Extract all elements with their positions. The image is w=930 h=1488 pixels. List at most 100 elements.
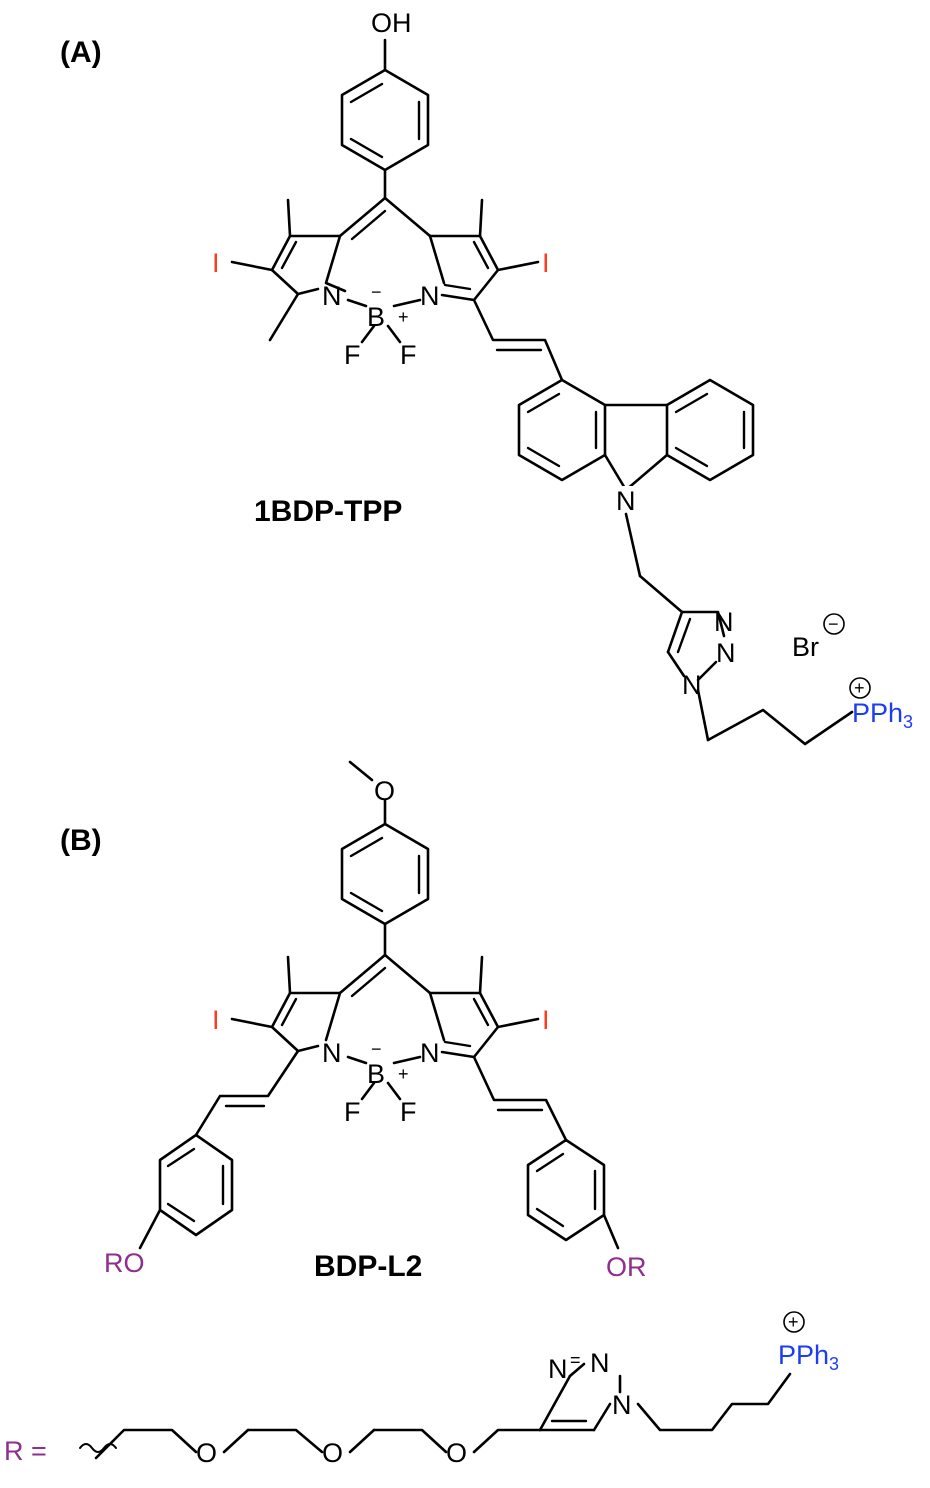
bf-bond-right-b — [386, 1081, 402, 1101]
triazole-a-top — [680, 610, 726, 638]
right-vinyl — [472, 1055, 568, 1142]
right-methyl-top-a — [478, 198, 484, 238]
left-methyl-top-a — [286, 198, 292, 238]
phosphonium-charge-circle-b — [783, 1311, 805, 1333]
ch2-triazole — [638, 574, 684, 614]
right-aryl-double-3 — [535, 1207, 565, 1228]
carbazole — [517, 378, 755, 614]
bf-bond-left-a — [360, 324, 376, 344]
methoxy-oxygen: O — [374, 776, 395, 806]
nitrogen-plus-a: + — [398, 307, 409, 327]
peg-segment-2 — [222, 1428, 250, 1454]
left-aryl-hexagon — [158, 1133, 234, 1237]
methyl-bond — [348, 760, 374, 782]
bromide-charge: − — [828, 614, 839, 634]
bf-bond-left-b — [360, 1081, 376, 1101]
bromide-charge-circle — [823, 613, 845, 635]
bromide-label: Br — [792, 632, 819, 662]
methoxyphenyl — [340, 760, 430, 957]
right-pyrrole-double-a — [472, 240, 490, 270]
phosphonium-charge-a: + — [854, 678, 865, 698]
right-methyl-b — [478, 955, 484, 995]
right-pyrrole-nbond-b — [428, 991, 446, 1042]
right-pyrrole-ring-b — [428, 991, 500, 1059]
vinyl-linker-a — [472, 298, 564, 382]
carbazole-five-ring-bonds — [603, 453, 669, 492]
phosphonium-a: PPh3 — [852, 698, 913, 732]
left-ether: RO — [104, 1248, 145, 1278]
compound-a-label: 1BDP-TPP — [254, 495, 402, 528]
cn-bond-a — [440, 293, 476, 302]
peg-segment-6 — [472, 1428, 542, 1454]
triazole-n3-a: N — [682, 670, 702, 700]
iodine-right-a: I — [542, 248, 550, 278]
right-styryl — [472, 1055, 620, 1250]
left-pyrrole-double-b — [280, 997, 298, 1027]
left-pyrrole-nbond-b — [324, 991, 342, 1042]
iodine-right-b: I — [542, 1005, 550, 1035]
methoxyphenyl-double-3 — [349, 891, 384, 913]
right-aryl-hexagon — [526, 1138, 606, 1242]
triazole-a — [666, 610, 854, 746]
triazole-propyl-1 — [696, 688, 710, 742]
phenol-hexagon — [340, 68, 430, 172]
cn-double-b — [443, 1040, 472, 1048]
carbazole-double-2 — [526, 446, 561, 468]
left-aryl-o-bond — [138, 1208, 162, 1250]
phenol-ring — [340, 38, 430, 200]
phosphonium-charge-b: + — [788, 1312, 799, 1332]
meso-double-a — [350, 209, 387, 241]
left-methyl-bottom-a — [268, 292, 300, 342]
right-pyrrole-ring-a — [428, 234, 500, 302]
boron-a: B — [367, 302, 385, 332]
nitrogen-plus-b: + — [398, 1064, 409, 1084]
peg-oxygen-2: O — [322, 1438, 343, 1468]
nb-bond-right-a — [392, 298, 422, 308]
nitrogen-left-a: N — [322, 281, 342, 311]
fluorine-left-b: F — [344, 1097, 361, 1127]
iodine-left-b: I — [212, 1005, 220, 1035]
triazole-n1-b: N — [548, 1354, 568, 1384]
compound-b-label: BDP-L2 — [314, 1250, 422, 1283]
carbazole-double-6 — [674, 446, 709, 468]
panel-a-label: (A) — [60, 36, 102, 69]
left-aryl-double-3 — [166, 1202, 196, 1223]
carbazole-n-ch2 — [624, 512, 642, 578]
triazole-n2-a: N — [716, 638, 736, 668]
boron-b: B — [367, 1059, 385, 1089]
left-aryl-double-1 — [166, 1147, 196, 1168]
right-pyrrole-double-b — [472, 997, 490, 1027]
nb-bond-left-a — [346, 298, 368, 308]
left-methyl-b — [286, 955, 292, 995]
cn-bond-b — [440, 1050, 476, 1059]
r-group-definition: R = — [4, 1362, 792, 1466]
right-aryl-o-bond — [602, 1213, 620, 1250]
carbazole-right-ring — [665, 378, 755, 482]
boron-minus-a: − — [371, 282, 382, 302]
triazole-b-nn1 — [568, 1362, 586, 1378]
cn-double-a — [443, 283, 472, 291]
triazole-b-left — [538, 1374, 572, 1432]
fluorine-left-a: F — [344, 340, 361, 370]
left-pyrrole-bond-a — [324, 234, 347, 293]
nb-bond-left-b — [346, 1055, 368, 1065]
right-iodo-bond-b — [496, 1017, 540, 1029]
triazole-n1n2-bond: = — [570, 1350, 581, 1370]
triazole-a-left — [666, 610, 684, 654]
carbazole-left-ring — [517, 378, 607, 482]
panel-a: (A) OH — [60, 8, 913, 746]
peg-segment-4 — [348, 1428, 376, 1454]
right-pyrrole-nbond-a — [428, 234, 446, 285]
peg-segment-5 — [372, 1428, 448, 1454]
peg-oxygen-3: O — [446, 1438, 467, 1468]
methoxyphenyl-double-1 — [349, 836, 384, 858]
carbazole-double-1 — [526, 392, 561, 414]
panel-b: (B) O — [4, 760, 839, 1468]
boron-minus-b: − — [371, 1039, 382, 1059]
nitrogen-right-a: N — [420, 281, 440, 311]
r-definition-label: R = — [4, 1436, 47, 1466]
nitrogen-left-b: N — [322, 1038, 342, 1068]
phosphonium-b: PPh3 — [778, 1340, 839, 1374]
left-styryl — [138, 1049, 300, 1250]
